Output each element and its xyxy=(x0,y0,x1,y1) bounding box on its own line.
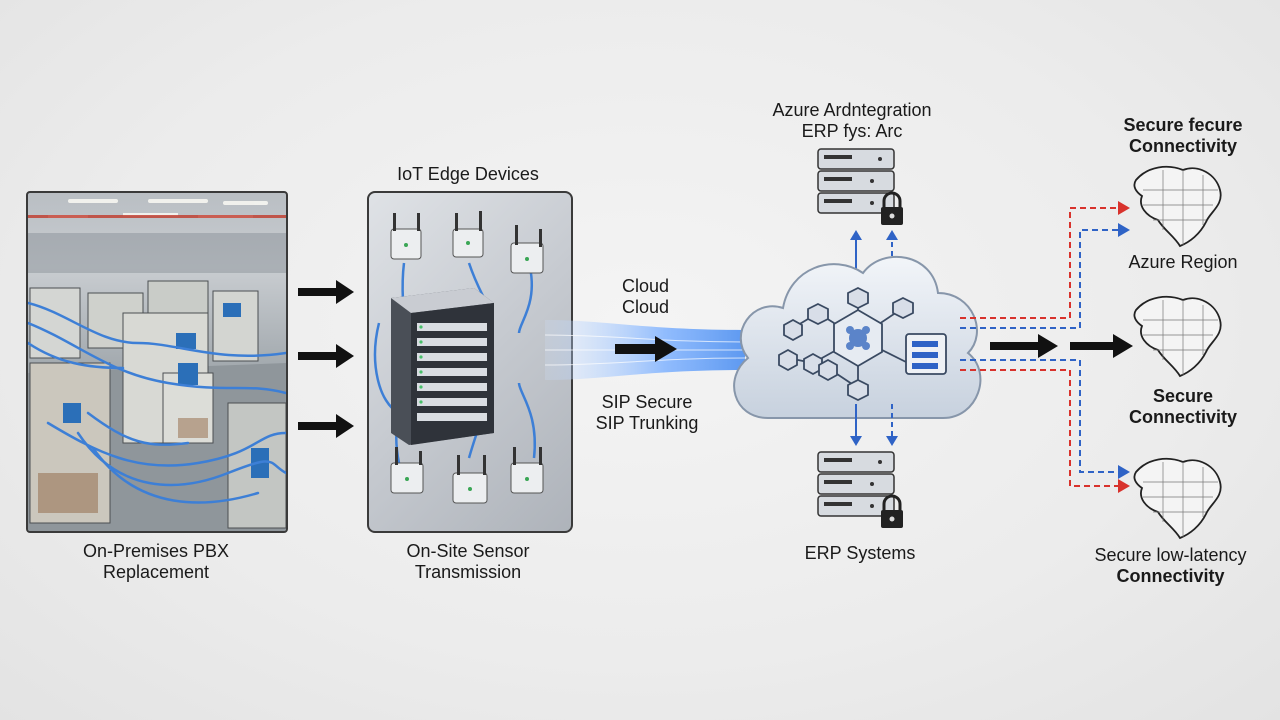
region-2-line2: Connectivity xyxy=(1128,407,1238,427)
region-2-title: Secure Connectivity xyxy=(1098,386,1268,428)
region-1-line2: Connectivity xyxy=(1128,136,1238,156)
factory-illustration xyxy=(28,199,286,531)
erp-label-text: ERP Systems xyxy=(804,543,916,563)
map-icon xyxy=(1133,295,1222,378)
map-icon xyxy=(1133,165,1222,248)
router-icon xyxy=(510,447,544,494)
iot-caption-line1: On-Site Sensor xyxy=(406,541,530,561)
server-rack-icon xyxy=(391,288,494,445)
erp-label: ERP Systems xyxy=(780,543,940,564)
iot-caption-line2: Transmission xyxy=(414,562,522,582)
cloud-link-label: Cloud Cloud xyxy=(598,276,693,318)
region-connectors xyxy=(960,201,1133,493)
router-icon xyxy=(510,225,544,274)
region-3-title: Secure low-latency Connectivity xyxy=(1083,545,1258,587)
data-stream xyxy=(545,320,745,380)
iot-illustration xyxy=(373,211,544,504)
azure-server-icon xyxy=(817,148,903,225)
azure-arc-line1: Azure Ardntegration xyxy=(772,100,932,120)
erp-server-icon xyxy=(817,451,903,528)
azure-arc-line2: ERP fys: Arc xyxy=(801,121,903,141)
onprem-caption-line2: Replacement xyxy=(102,562,210,582)
iot-title: IoT Edge Devices xyxy=(367,164,569,185)
region-3-line2: Connectivity xyxy=(1116,566,1225,586)
arrow-right-icon xyxy=(298,280,354,438)
region-1-line1: Secure fecure xyxy=(1123,115,1243,135)
region-1-title: Secure fecure Connectivity xyxy=(1098,115,1268,157)
hexagon-node-icon xyxy=(818,358,838,382)
arrow-right-icon xyxy=(990,334,1133,358)
onprem-caption: On-Premises PBX Replacement xyxy=(36,541,276,583)
map-icon xyxy=(1133,457,1222,540)
cloud-icon xyxy=(733,255,982,419)
hexagon-node-icon xyxy=(807,302,829,326)
sip-trunk-line1: SIP Secure xyxy=(601,392,693,412)
hexagon-node-icon xyxy=(783,318,803,342)
hexagon-node-icon xyxy=(847,286,869,310)
region-1-line3: Azure Region xyxy=(1128,252,1238,272)
router-icon xyxy=(390,447,424,494)
lock-icon xyxy=(881,494,903,528)
server-icon xyxy=(905,333,947,375)
hexagon-node-icon xyxy=(778,348,798,372)
router-icon xyxy=(452,455,488,504)
region-2-line1: Secure xyxy=(1152,386,1214,406)
sip-trunk-label: SIP Secure SIP Trunking xyxy=(582,392,712,434)
lock-icon xyxy=(881,191,903,225)
azure-arc-label: Azure Ardntegration ERP fys: Arc xyxy=(742,100,962,142)
input-arrows xyxy=(298,280,354,438)
region-1-caption: Azure Region xyxy=(1098,252,1268,273)
hexagon-node-icon xyxy=(847,378,869,402)
onprem-caption-line1: On-Premises PBX xyxy=(82,541,230,561)
iot-caption: On-Site Sensor Transmission xyxy=(367,541,569,583)
arrow-right-icon xyxy=(615,336,677,362)
iot-title-text: IoT Edge Devices xyxy=(397,164,539,184)
router-icon xyxy=(390,213,422,260)
erp-down-connectors xyxy=(850,404,898,446)
onprem-factory-panel xyxy=(26,191,288,533)
sip-trunk-line2: SIP Trunking xyxy=(595,413,699,433)
hexagon-node-icon xyxy=(803,352,823,376)
cloud-link-line1: Cloud xyxy=(621,276,670,296)
iot-edge-panel xyxy=(367,191,573,533)
router-icon xyxy=(452,211,484,258)
cloud-link-line2: Cloud xyxy=(621,297,670,317)
region-3-line1: Secure low-latency xyxy=(1094,545,1247,565)
hexagon-node-icon xyxy=(892,296,914,320)
